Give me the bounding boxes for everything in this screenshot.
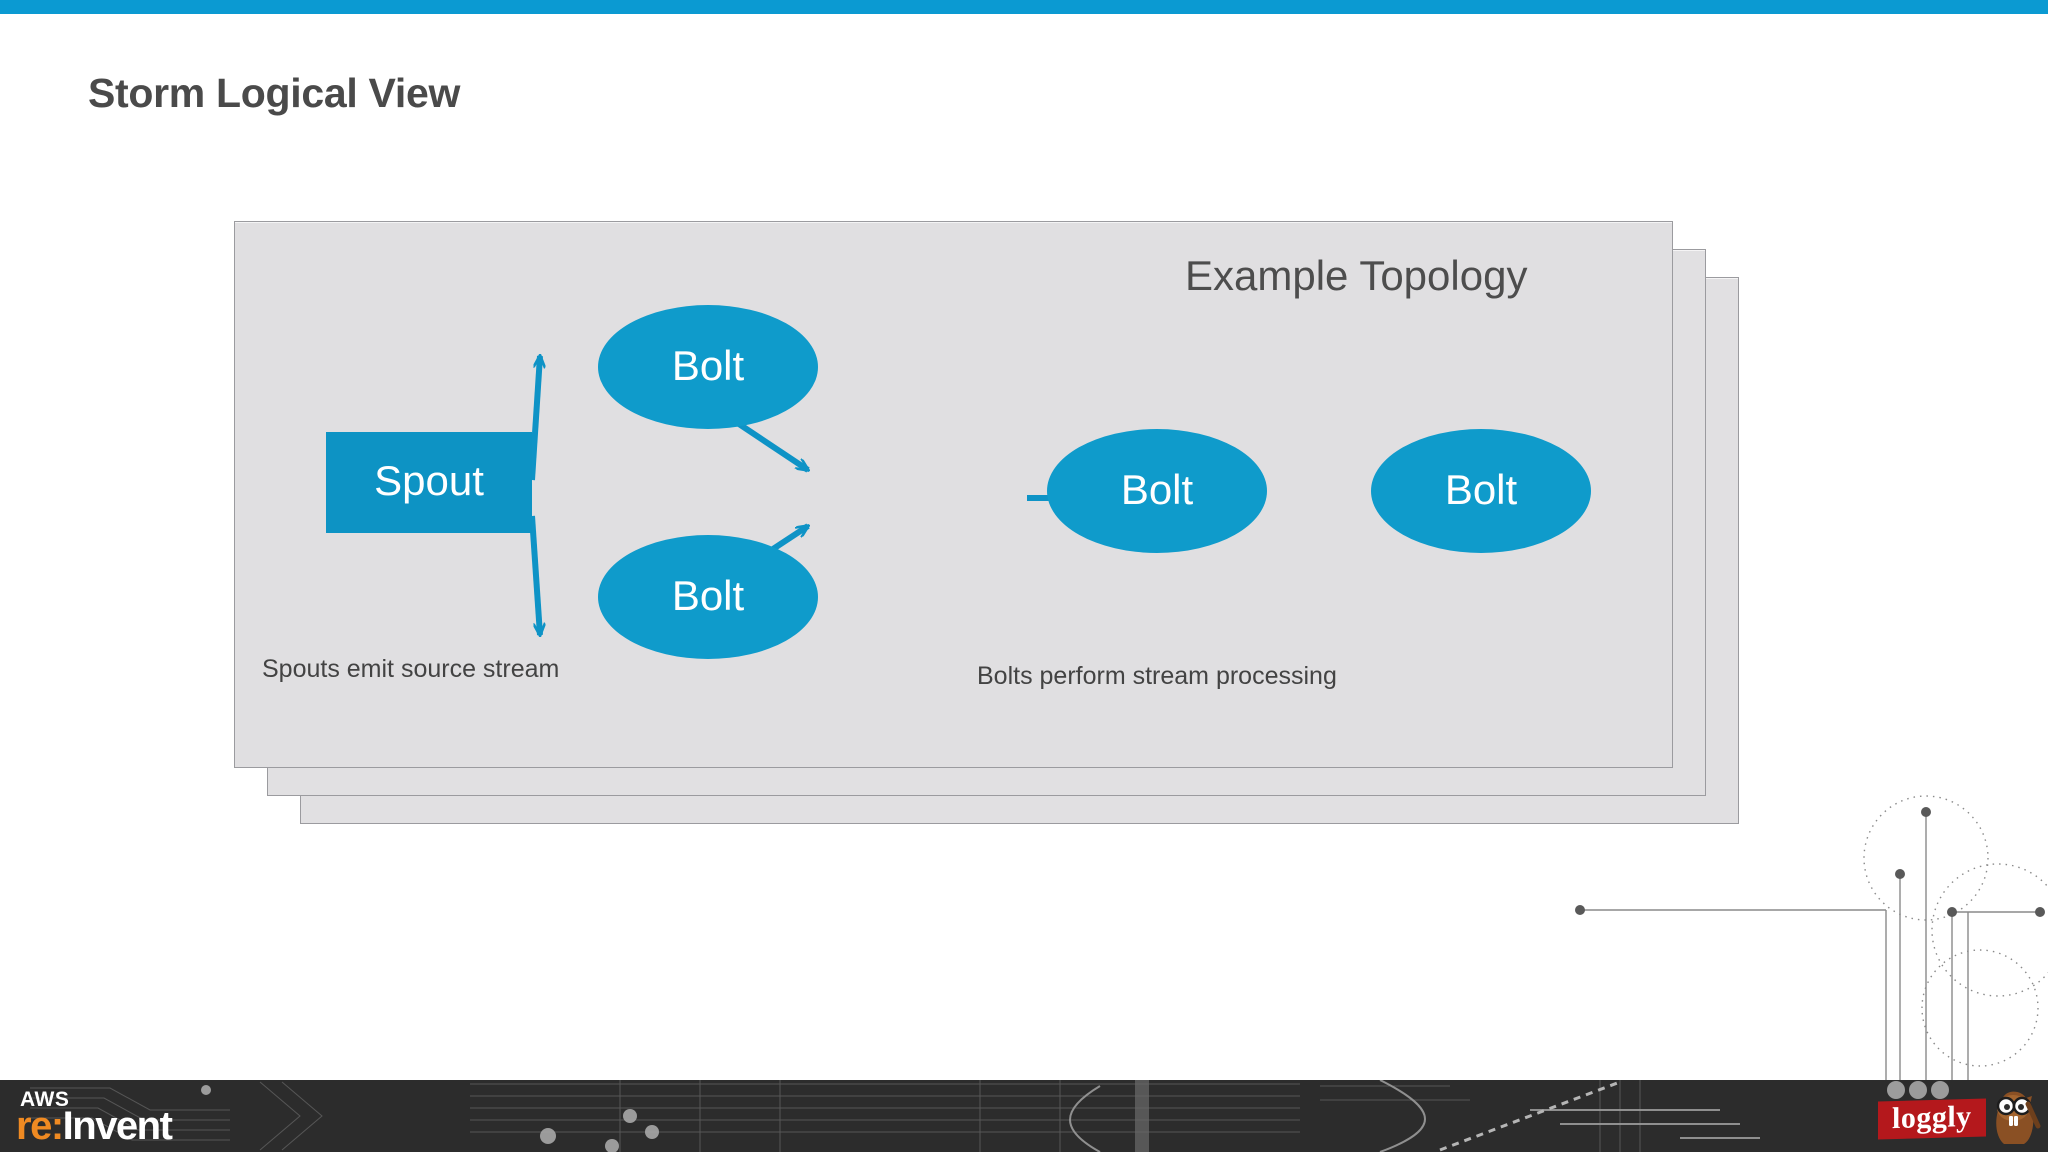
- node-spout-label: Spout: [374, 457, 484, 504]
- topology-heading: Example Topology: [1185, 252, 1528, 299]
- loggly-wordmark: loggly: [1892, 1099, 1972, 1136]
- aws-wordmark: AWS: [20, 1088, 70, 1111]
- node-bolt-b-label: Bolt: [672, 572, 745, 619]
- reinvent-suffix: Invent: [62, 1104, 173, 1148]
- slide-footer: AWS re:Invent loggly: [0, 1080, 2048, 1152]
- reinvent-wordmark: re:Invent: [16, 1104, 173, 1149]
- topology-diagram: Spout Bolt Bolt Bolt Bolt: [326, 305, 1591, 659]
- edge-spout-to-bolt-a: [529, 356, 540, 481]
- top-accent-bar: [0, 0, 2048, 14]
- circuit-decoration: [1575, 795, 2048, 1080]
- aws-reinvent-logo: AWS re:Invent: [14, 1088, 234, 1149]
- node-spout[interactable]: Spout: [326, 432, 532, 533]
- reinvent-prefix: re:: [16, 1104, 64, 1148]
- page-title: Storm Logical View: [88, 70, 461, 116]
- caption-spouts: Spouts emit source stream: [262, 655, 560, 683]
- node-bolt-d[interactable]: Bolt: [1371, 429, 1591, 553]
- caption-bolts: Bolts perform stream processing: [977, 662, 1337, 690]
- loggly-logo[interactable]: loggly: [1878, 1098, 1986, 1140]
- node-bolt-c-label: Bolt: [1121, 466, 1194, 513]
- loggly-mascot-icon: [1996, 1091, 2041, 1144]
- node-bolt-d-label: Bolt: [1445, 466, 1518, 513]
- node-bolt-b[interactable]: Bolt: [598, 535, 818, 659]
- edge-spout-to-bolt-b: [529, 515, 540, 635]
- footer-circuit-pattern: [0, 1080, 2048, 1152]
- node-bolt-a[interactable]: Bolt: [598, 305, 818, 429]
- node-bolt-a-label: Bolt: [672, 342, 745, 389]
- node-bolt-c[interactable]: Bolt: [1047, 429, 1267, 553]
